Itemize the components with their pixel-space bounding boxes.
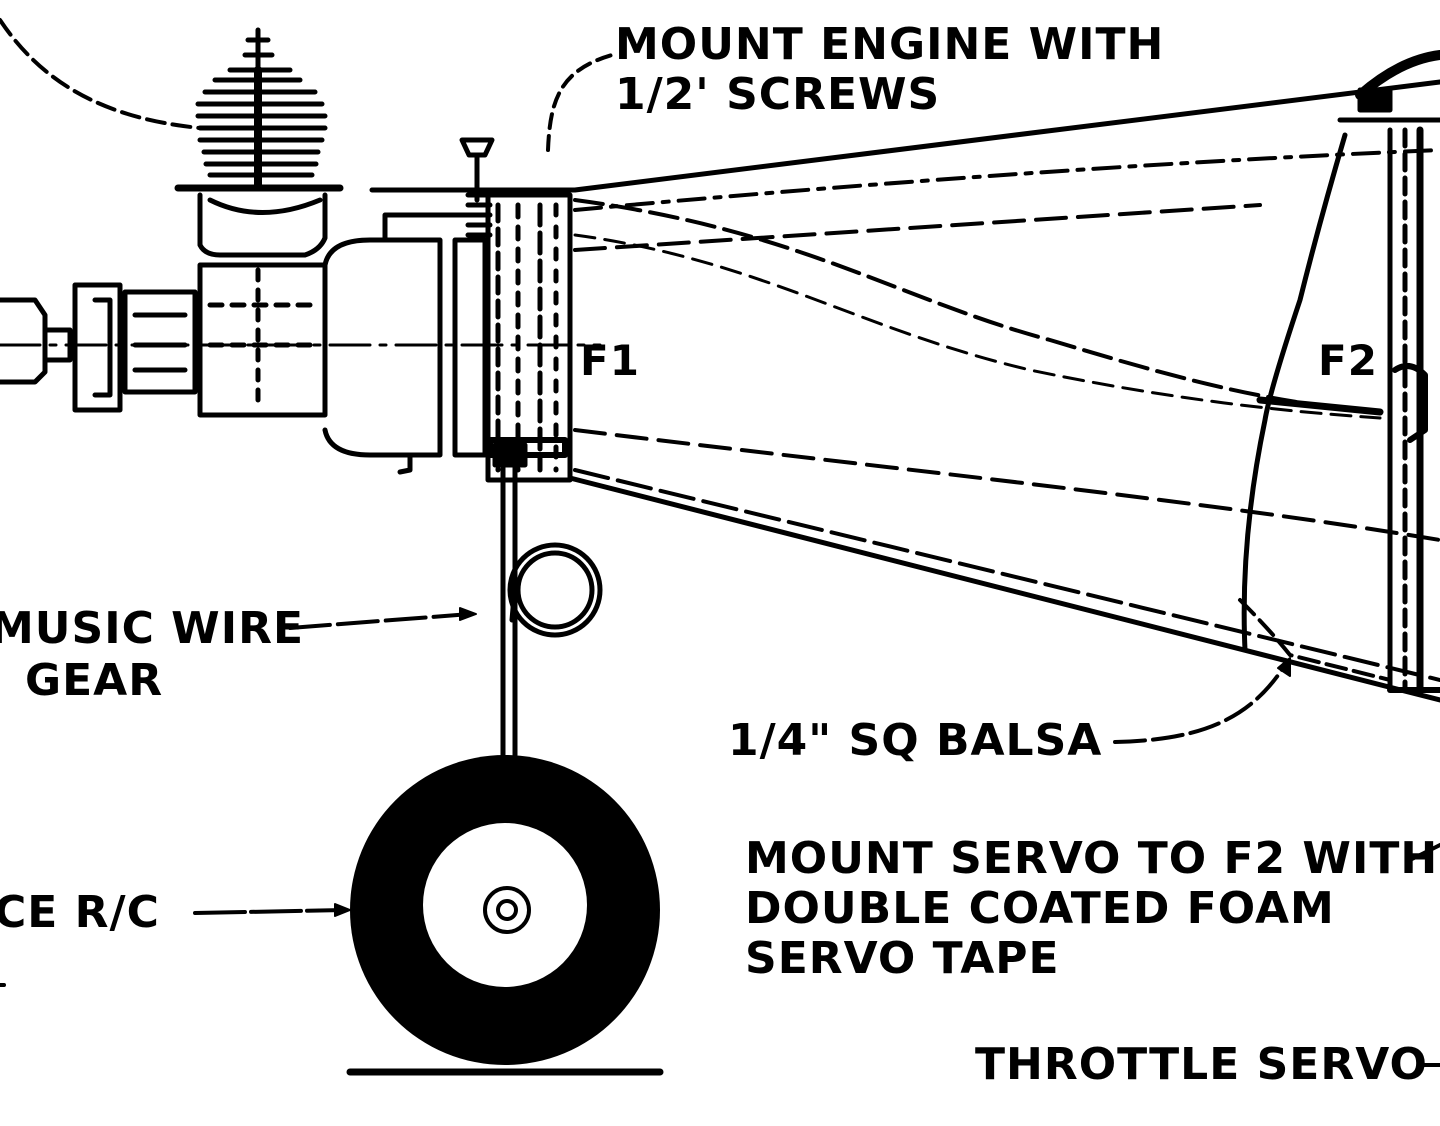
fuselage xyxy=(369,79,1440,703)
engine xyxy=(0,27,602,475)
label-mount-servo-line2: DOUBLE COATED FOAM xyxy=(745,883,1335,934)
label-former-f2: F2 xyxy=(1318,336,1378,385)
label-former-f1: F1 xyxy=(580,336,640,385)
leader-engine-head xyxy=(0,18,202,130)
leader-balsa xyxy=(1113,663,1287,744)
label-mount-engine-line1: MOUNT ENGINE WITH xyxy=(615,19,1165,70)
label-music-wire-line1: MUSIC WIRE xyxy=(0,603,305,654)
label-balsa: 1/4" SQ BALSA xyxy=(728,715,1103,766)
leader-mount-screws xyxy=(546,53,614,152)
leader-music-wire xyxy=(288,612,472,630)
former-f2 xyxy=(1238,50,1440,694)
former-f1 xyxy=(485,192,573,483)
leader-mount-servo xyxy=(1408,843,1440,862)
leader-rc xyxy=(193,908,347,915)
label-music-wire-line2: GEAR xyxy=(25,655,164,706)
label-mount-servo-line3: SERVO TAPE xyxy=(745,933,1060,984)
label-mount-engine-line2: 1/2' SCREWS xyxy=(615,69,941,120)
label-rc-partial: CE R/C xyxy=(0,887,160,938)
wheel xyxy=(346,755,664,1076)
landing-gear xyxy=(492,442,603,758)
label-throttle-servo: THROTTLE SERVO xyxy=(975,1039,1428,1090)
label-mount-servo-line1: MOUNT SERVO TO F2 WITH xyxy=(745,833,1439,884)
